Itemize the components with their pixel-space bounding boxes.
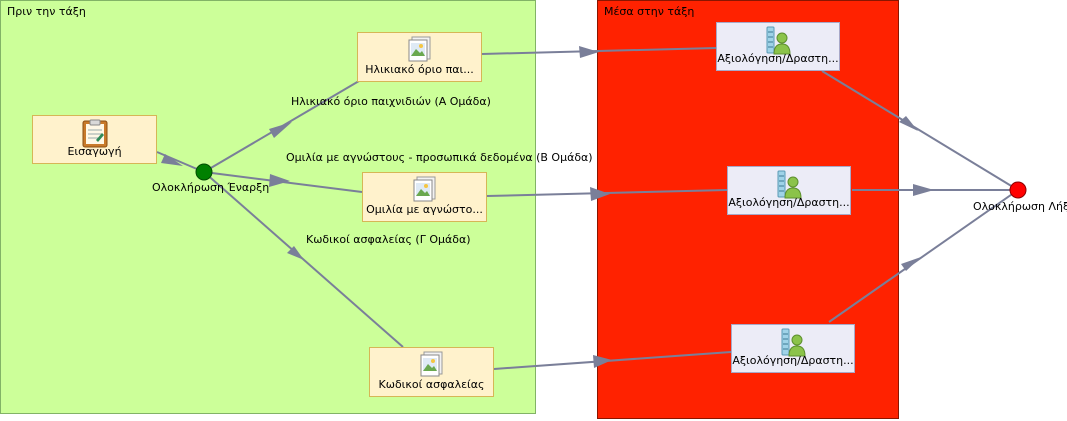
task-a-label: Ηλικιακό όριο παι... <box>365 63 474 76</box>
edge-label-group-a: Ηλικιακό όριο παιχνιδιών (Α Ομάδα) <box>291 95 491 108</box>
arrowhead <box>593 355 612 368</box>
edge-eval-c-end <box>828 189 1019 323</box>
task-c-label: Κωδικοί ασφαλείας <box>378 378 485 391</box>
arrowhead <box>901 257 921 271</box>
edge-label-group-c: Κωδικοί ασφαλείας (Γ Ομάδα) <box>306 233 471 246</box>
picture-icon <box>420 351 442 377</box>
clipboard-icon <box>82 119 107 148</box>
end-event-label: Ολοκλήρωση Λήξη <box>973 200 1067 213</box>
eval-a-node[interactable]: Αξιολόγηση/Δραστη... <box>716 22 840 71</box>
eval-b-node[interactable]: Αξιολόγηση/Δραστη... <box>727 166 851 215</box>
picture-icon <box>408 36 430 62</box>
eval-a-label: Αξιολόγηση/Δραστη... <box>717 52 839 65</box>
task-a-node[interactable]: Ηλικιακό όριο παι... <box>357 32 482 82</box>
start-event[interactable] <box>195 163 213 181</box>
arrowhead <box>269 122 292 138</box>
eval-c-label: Αξιολόγηση/Δραστη... <box>732 354 854 367</box>
arrowhead <box>269 174 290 187</box>
lane-in-class-title: Μέσα στην τάξη <box>604 5 695 18</box>
task-b-label: Ομιλία με αγνώστο... <box>366 203 483 216</box>
edge-task-c-eval-c <box>493 351 732 370</box>
arrowhead <box>287 246 304 260</box>
task-b-node[interactable]: Ομιλία με αγνώστο... <box>362 172 487 222</box>
assessment-user-icon <box>766 26 791 55</box>
lane-before-class-title: Πριν την τάξη <box>7 5 86 18</box>
assessment-user-icon <box>781 328 806 357</box>
intro-label: Εισαγωγή <box>67 145 122 158</box>
task-c-node[interactable]: Κωδικοί ασφαλείας <box>369 347 494 397</box>
start-event-label: Ολοκλήρωση Έναρξη <box>152 181 270 194</box>
arrowhead <box>590 187 610 201</box>
eval-b-label: Αξιολόγηση/Δραστη... <box>728 196 850 209</box>
intro-node[interactable]: Εισαγωγή <box>32 115 157 164</box>
edge-eval-a-end <box>821 70 1019 191</box>
edge-label-group-b: Ομιλία με αγνώστους - προσωπικά δεδομένα… <box>286 151 593 164</box>
arrowhead <box>913 184 934 196</box>
assessment-user-icon <box>777 170 802 199</box>
end-event[interactable] <box>1009 181 1027 199</box>
arrowhead <box>579 46 599 58</box>
arrowhead <box>161 154 183 166</box>
eval-c-node[interactable]: Αξιολόγηση/Δραστη... <box>731 324 855 373</box>
picture-icon <box>413 176 435 202</box>
edge-task-a-eval-a <box>481 47 717 55</box>
arrowhead <box>899 116 918 131</box>
